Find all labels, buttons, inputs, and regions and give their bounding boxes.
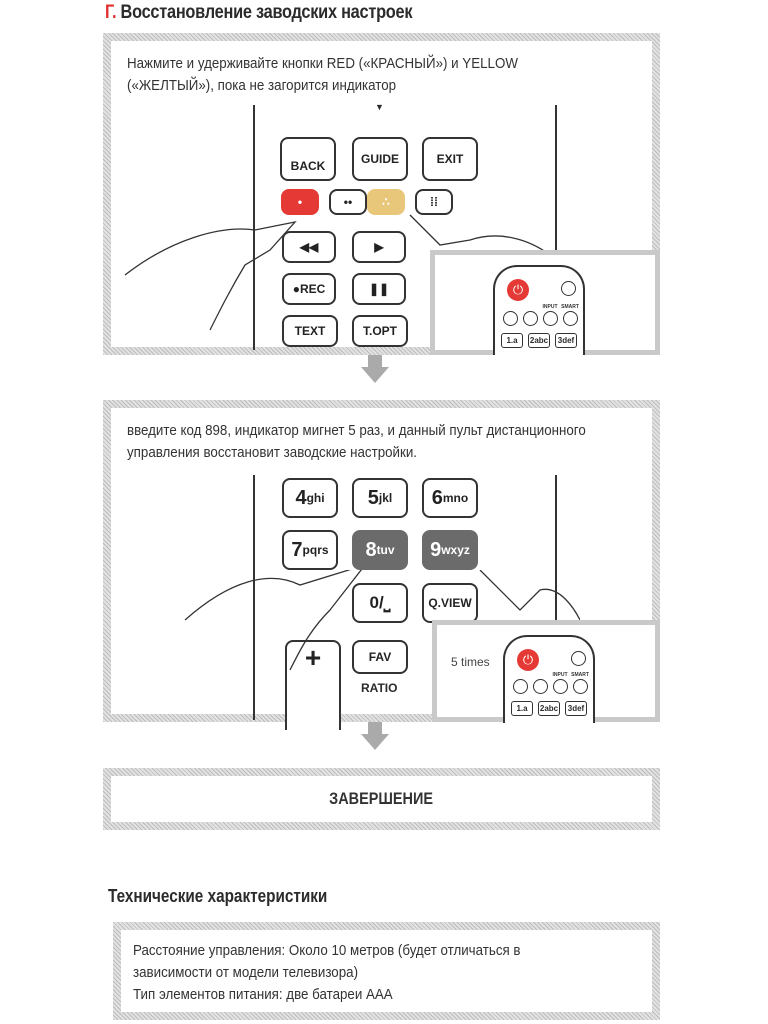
blink-inset: 5 times ⏻ INPUT SMART 1.a 2abc 3def — [432, 620, 660, 723]
input-button — [553, 679, 568, 694]
ratio-label: RATIO — [361, 681, 398, 695]
rewind-button[interactable]: ◀◀ — [282, 231, 336, 263]
finish-panel: ЗАВЕРШЕНИЕ — [103, 768, 660, 830]
remote-edge — [253, 105, 255, 350]
pause-button[interactable]: ❚❚ — [352, 273, 406, 305]
remote-edge — [253, 475, 255, 720]
rec-button[interactable]: ●REC — [282, 273, 336, 305]
power-indicator-icon: ⏻ — [517, 649, 539, 671]
input-label: INPUT — [552, 672, 568, 678]
play-button[interactable]: ▶ — [352, 231, 406, 263]
mini-button — [503, 311, 518, 326]
arrow-marker-icon: ▼ — [375, 102, 384, 112]
yellow-button[interactable]: ∴ — [367, 189, 405, 215]
topt-button[interactable]: T.OPT — [352, 315, 408, 347]
step1-text: Нажмите и удерживайте кнопки RED («КРАСН… — [127, 56, 518, 94]
remote-edge — [555, 475, 557, 625]
mini-button — [523, 311, 538, 326]
mini-remote: ⏻ INPUT SMART 1.a 2abc 3def — [503, 635, 595, 723]
remote-edge — [555, 105, 557, 350]
down-arrow-icon — [361, 734, 389, 750]
volume-up-button[interactable]: + — [285, 640, 341, 730]
input-button — [543, 311, 558, 326]
down-arrow-icon — [368, 722, 382, 736]
smart-label: SMART — [571, 672, 589, 678]
spec-line: Тип элементов питания: две батареи AAA — [133, 987, 393, 1003]
back-button[interactable]: BACK — [280, 137, 336, 181]
specs-title: Технические характеристики — [108, 886, 328, 906]
spec-line: Расстояние управления: Около 10 метров (… — [133, 943, 521, 981]
red-button[interactable]: • — [281, 189, 319, 215]
tv-button — [571, 651, 586, 666]
step2-text: введите код 898, индикатор мигнет 5 раз,… — [127, 423, 586, 461]
guide-button[interactable]: GUIDE — [352, 137, 408, 181]
key-0[interactable]: 0/⎵ — [352, 583, 408, 623]
green-button[interactable]: •• — [329, 189, 367, 215]
down-arrow-icon — [361, 367, 389, 383]
mini-button — [513, 679, 528, 694]
blink-count-label: 5 times — [451, 655, 490, 669]
mini-key-2: 2abc — [528, 333, 550, 348]
blue-button[interactable]: ⁞⁞ — [415, 189, 453, 215]
smart-button — [563, 311, 578, 326]
mini-button — [533, 679, 548, 694]
input-label: INPUT — [542, 304, 558, 310]
smart-button — [573, 679, 588, 694]
mini-key-2: 2abc — [538, 701, 560, 716]
mini-key-3: 3def — [555, 333, 577, 348]
specs-panel: Расстояние управления: Около 10 метров (… — [113, 922, 660, 1020]
text-button[interactable]: TEXT — [282, 315, 338, 347]
power-indicator-icon: ⏻ — [507, 279, 529, 301]
mini-remote: ⏻ INPUT SMART 1.a 2abc 3def — [493, 265, 585, 355]
hands-illustration — [184, 570, 580, 671]
section-title: Г. Восстановление заводских настроек — [105, 2, 413, 23]
fav-button[interactable]: FAV — [352, 640, 408, 674]
mini-key-3: 3def — [565, 701, 587, 716]
smart-label: SMART — [561, 304, 579, 310]
down-arrow-icon — [368, 355, 382, 369]
mini-key-1: 1.a — [511, 701, 533, 716]
exit-button[interactable]: EXIT — [422, 137, 478, 181]
hands-illustration — [124, 214, 551, 331]
qview-button[interactable]: Q.VIEW — [422, 583, 478, 623]
indicator-inset: ⏻ INPUT SMART 1.a 2abc 3def — [430, 250, 660, 355]
tv-button — [561, 281, 576, 296]
finish-label: ЗАВЕРШЕНИЕ — [329, 789, 434, 808]
mini-key-1: 1.a — [501, 333, 523, 348]
